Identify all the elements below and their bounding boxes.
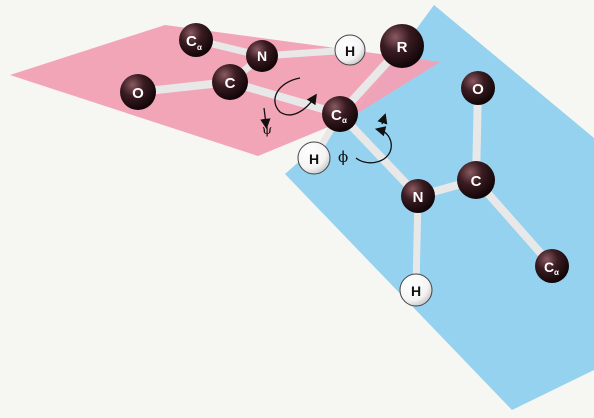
svg-text:H: H <box>309 151 319 167</box>
svg-text:H: H <box>411 283 421 299</box>
phi-up-arrow <box>377 113 388 125</box>
atom-h-center: H <box>297 141 331 175</box>
psi-down-arrow <box>260 107 271 130</box>
atom-n-top: N <box>246 40 278 72</box>
atom-c-left: C <box>212 64 248 100</box>
bond-c-ca-bottom <box>472 176 556 270</box>
atom-h-bottom: H <box>399 273 433 307</box>
svg-text:C: C <box>544 259 554 275</box>
svg-text:H: H <box>345 43 355 59</box>
svg-text:C: C <box>471 173 482 190</box>
phi-rotation-arrow <box>355 126 392 164</box>
svg-text:α: α <box>342 116 347 125</box>
psi-symbol: ψ <box>262 123 272 138</box>
svg-text:R: R <box>397 39 408 56</box>
psi-rotation-arrow <box>274 77 317 116</box>
atom-c-right: C <box>457 161 495 199</box>
svg-text:C: C <box>225 75 236 92</box>
atom-c-alpha-bottom: C α <box>535 249 569 283</box>
atom-o-right: O <box>461 71 495 105</box>
bond-c-ca-center <box>226 78 344 118</box>
svg-text:α: α <box>554 268 559 277</box>
svg-text:α: α <box>197 43 202 52</box>
atom-c-alpha-center: C α <box>322 96 358 132</box>
atom-h-top: H <box>334 34 366 66</box>
svg-text:O: O <box>472 81 484 98</box>
phi-symbol: ϕ <box>338 148 348 166</box>
atom-r-group: R <box>380 24 424 68</box>
atom-o-left: O <box>120 74 156 110</box>
atom-c-alpha-top: C α <box>179 23 213 57</box>
atom-n-right: N <box>401 179 435 213</box>
svg-text:O: O <box>132 85 144 102</box>
svg-text:N: N <box>257 48 267 64</box>
svg-text:N: N <box>413 189 424 206</box>
svg-text:C: C <box>331 107 342 124</box>
bond-ca-n-right <box>336 110 422 200</box>
svg-text:C: C <box>186 33 197 50</box>
